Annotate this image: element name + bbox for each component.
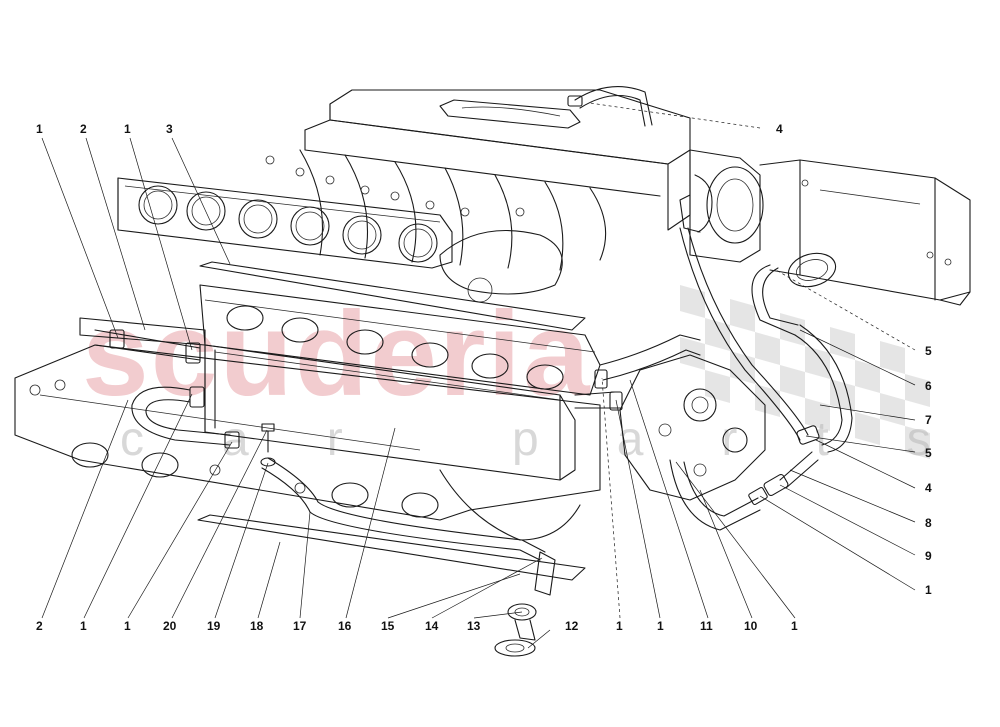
lower-right-hose: [669, 459, 761, 531]
outlet-fittings: [494, 551, 556, 657]
callouts-bottom: 2 1 1 20 19 18 17 16 15 14 13 12 1 1 11 …: [36, 619, 798, 633]
callout-label: 1: [124, 619, 131, 633]
callout-label: 9: [925, 549, 932, 563]
callout-label: 4: [925, 481, 932, 495]
callout-label: 8: [925, 516, 932, 530]
watermark-sub-text: car parts: [120, 413, 1000, 466]
heat-exchanger: [204, 344, 576, 481]
callout-label: 18: [250, 619, 264, 633]
watermark: scuderia car parts: [82, 285, 1000, 466]
throttle-body: [679, 149, 764, 263]
callout-label: 17: [293, 619, 307, 633]
callout-label: 2: [36, 619, 43, 633]
callout-label: 1: [657, 619, 664, 633]
cross-pipe: [574, 334, 701, 411]
callout-label: 3: [166, 122, 173, 136]
callout-label: 1: [616, 619, 623, 633]
gasket-lower: [197, 514, 586, 581]
checkered-flag-icon: [680, 285, 930, 459]
left-coolant-hoses: [94, 329, 240, 449]
bolt-and-washer: [260, 423, 276, 467]
callout-label: 11: [700, 619, 713, 633]
callout-label: 6: [925, 379, 932, 393]
callout-label: 5: [925, 344, 932, 358]
callout-label: 13: [467, 619, 481, 633]
callout-label: 20: [163, 619, 177, 633]
callout-label: 1: [791, 619, 798, 633]
callout-label: 16: [338, 619, 352, 633]
callout-label: 5: [925, 446, 932, 460]
leader-lines: [41, 102, 916, 649]
intake-plenum: [265, 89, 691, 303]
callout-label: 1: [80, 619, 87, 633]
callout-label: 1: [36, 122, 43, 136]
callouts-top: 1 2 1 3 4: [36, 122, 783, 136]
callout-label: 14: [425, 619, 439, 633]
callout-label: 12: [565, 619, 579, 633]
manifold-flange: [117, 177, 453, 269]
gasket-upper: [199, 261, 586, 331]
callout-label: 1: [925, 583, 932, 597]
callout-label: 10: [744, 619, 758, 633]
callout-label: 15: [381, 619, 395, 633]
air-duct: [759, 159, 971, 306]
callout-label: 7: [925, 413, 932, 427]
outlet-pipe: [261, 457, 546, 561]
water-pump-housing: [619, 354, 766, 501]
callout-label: 1: [124, 122, 131, 136]
callout-label: 4: [776, 122, 783, 136]
breather-hose-top: [567, 86, 653, 127]
right-coolant-hoses: [679, 227, 853, 506]
callout-label: 2: [80, 122, 87, 136]
callouts-right: 5 6 7 5 4 8 9 1: [925, 344, 932, 597]
callout-label: 19: [207, 619, 221, 633]
